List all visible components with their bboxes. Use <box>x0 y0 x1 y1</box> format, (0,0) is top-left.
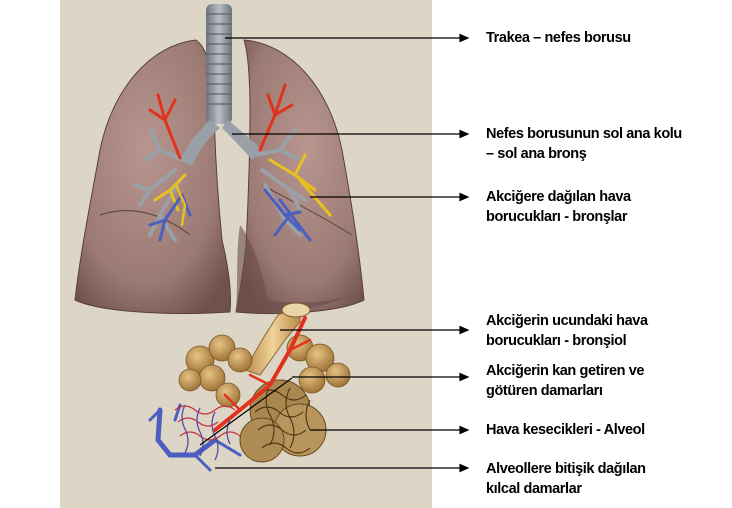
label-blood-vessels: Akciğerin kan getiren ve götüren damarla… <box>486 361 644 401</box>
label-left-main-bronchus: Nefes borusunun sol ana kolu – sol ana b… <box>486 124 682 164</box>
label-blood-vessels-line2: götüren damarları <box>486 381 644 401</box>
label-alveoli: Hava kesecikleri - Alveol <box>486 420 645 440</box>
label-bronchiole-line2: borucukları - bronşiol <box>486 331 648 351</box>
bronchiole-opening <box>282 303 310 317</box>
label-blood-vessels-line1: Akciğerin kan getiren ve <box>486 361 644 381</box>
label-capillaries: Alveollere bitişik dağılan kılcal damarl… <box>486 459 646 499</box>
label-trachea: Trakea – nefes borusu <box>486 28 631 48</box>
label-capillaries-line1: Alveollere bitişik dağılan <box>486 459 646 479</box>
label-bronchi-line1: Akciğere dağılan hava <box>486 187 631 207</box>
label-capillaries-line2: kılcal damarlar <box>486 479 646 499</box>
label-bronchi: Akciğere dağılan hava borucukları - bron… <box>486 187 631 227</box>
label-left-main-bronchus-line1: Nefes borusunun sol ana kolu <box>486 124 682 144</box>
label-bronchi-line2: borucukları - bronşlar <box>486 207 631 227</box>
label-left-main-bronchus-line2: – sol ana bronş <box>486 144 682 164</box>
label-bronchiole-line1: Akciğerin ucundaki hava <box>486 311 648 331</box>
label-bronchiole: Akciğerin ucundaki hava borucukları - br… <box>486 311 648 351</box>
